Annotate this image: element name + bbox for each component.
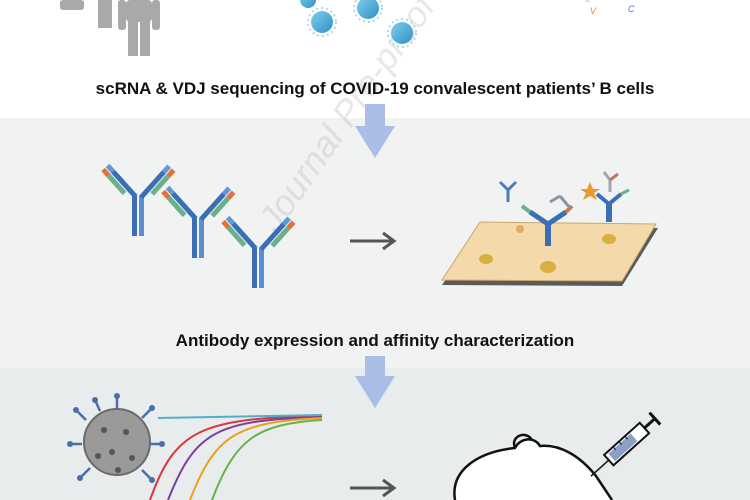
process-arrow-mid bbox=[350, 231, 397, 251]
virus-icon bbox=[67, 393, 165, 483]
step2-caption: Antibody expression and affinity charact… bbox=[175, 331, 575, 350]
c-segment-label: C bbox=[628, 4, 635, 14]
mouse-icon bbox=[453, 433, 614, 500]
step1-caption: scRNA & VDJ sequencing of COVID-19 conva… bbox=[95, 79, 655, 98]
antibody-icons bbox=[101, 163, 296, 288]
v-segment-label: V bbox=[590, 6, 597, 16]
syringe-icon bbox=[590, 411, 662, 477]
binding-chip-icon bbox=[441, 171, 658, 286]
b-cells-icon bbox=[300, 0, 417, 48]
patient-figures-icon bbox=[60, 0, 160, 56]
neutralization-curves bbox=[149, 414, 323, 500]
process-arrow-bottom bbox=[350, 478, 397, 498]
flow-arrow-2 bbox=[355, 356, 395, 408]
flow-arrow-1 bbox=[355, 104, 395, 158]
svg-text:~: ~ bbox=[585, 0, 590, 6]
gene-segment-labels: ~ V C bbox=[585, 0, 635, 16]
